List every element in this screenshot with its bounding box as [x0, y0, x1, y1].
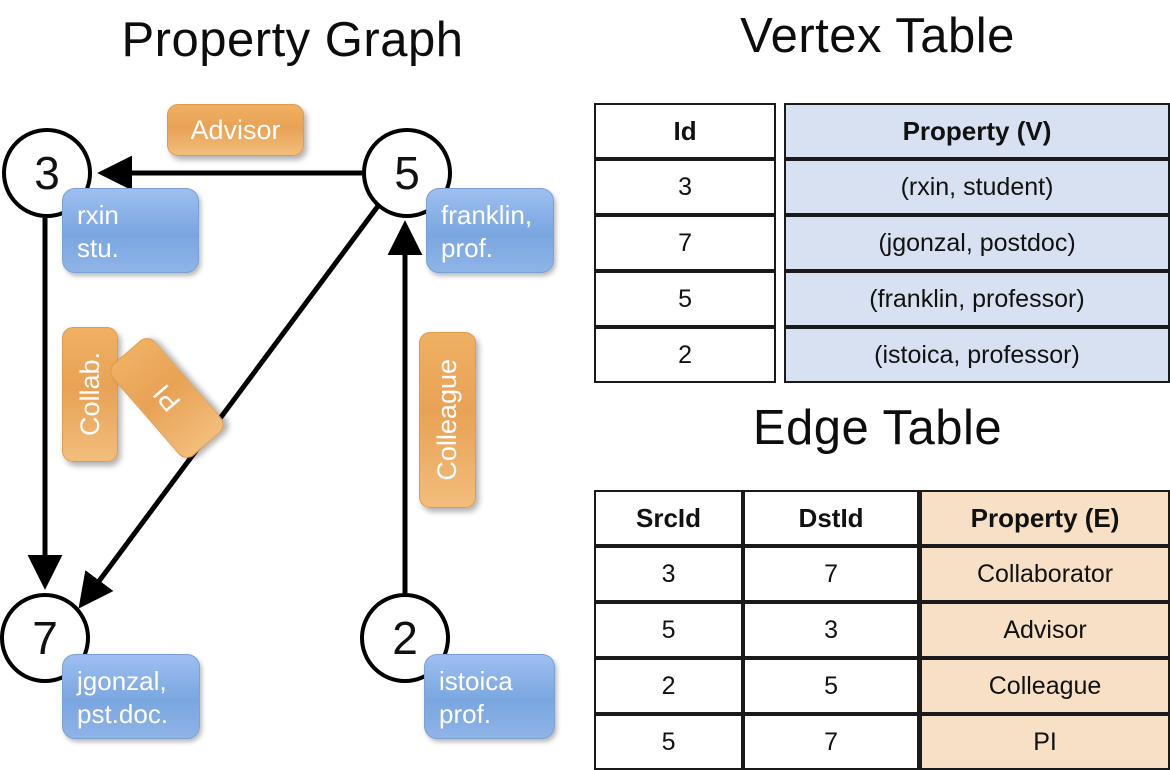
edge-cell-dstid: 5 [743, 658, 920, 714]
edge-label-colleague-text: Colleague [432, 359, 462, 481]
edge-cell-dstid: 7 [743, 546, 920, 602]
edge-cell-property: Collaborator [919, 546, 1170, 602]
edge-cell-srcid: 5 [594, 714, 744, 770]
vertex-table-header-id: Id [594, 103, 777, 159]
edge-label-collab: Collab. [62, 327, 118, 462]
edge-table-header-dstid: DstId [743, 490, 920, 546]
vertex-cell-property: (istoica, professor) [783, 327, 1170, 383]
edge-cell-srcid: 5 [594, 602, 744, 658]
page-title-edge-table: Edge Table [752, 401, 1003, 455]
edge-label-colleague: Colleague [419, 332, 476, 508]
vertex-table-column-gap [776, 327, 784, 383]
edge-cell-property: PI [919, 714, 1170, 770]
edge-label-collab-text: Collab. [74, 352, 105, 437]
vertex-label-franklin: franklin, prof. [426, 188, 554, 273]
vertex-label-franklin-line1: franklin, [441, 200, 533, 230]
edge-cell-property: Advisor [919, 602, 1170, 658]
vertex-label-istoica: istoica prof. [424, 654, 555, 739]
vertex-cell-id: 3 [594, 159, 777, 215]
table-row[interactable]: 5 7 PI [594, 714, 1170, 770]
graph-edge-lines [27, 155, 423, 609]
vertex-cell-id: 2 [594, 327, 777, 383]
edge-cell-dstid: 3 [743, 602, 920, 658]
vertex-table-column-gap [776, 215, 784, 271]
property-graph-diagram: 3 5 7 2 rxin stu. franklin, prof. jgonza… [0, 0, 585, 760]
vertex-table-column-gap [776, 159, 784, 215]
edge-table-header-property: Property (E) [919, 490, 1170, 546]
edge-cell-dstid: 7 [743, 714, 920, 770]
vertex-cell-property: (rxin, student) [783, 159, 1170, 215]
edge-label-advisor-text: Advisor [190, 114, 281, 145]
vertex-label-rxin-line2: stu. [77, 233, 119, 263]
vertex-label-rxin: rxin stu. [62, 188, 199, 273]
table-row[interactable]: 2 5 Colleague [594, 658, 1170, 714]
edge-label-pi-text: PI [146, 378, 187, 418]
vertex-label-jgonzal-line2: pst.doc. [77, 699, 169, 729]
vertex-table-header-property: Property (V) [783, 103, 1170, 159]
vertex-label-jgonzal: jgonzal, pst.doc. [62, 654, 200, 739]
vertex-label-jgonzal-line1: jgonzal, [77, 666, 167, 696]
edge-label-advisor: Advisor [167, 104, 304, 156]
vertex-cell-id: 5 [594, 271, 777, 327]
vertex-label-istoica-line1: istoica [439, 666, 513, 696]
vertex-table-column-gap [776, 103, 784, 159]
vertex-label-franklin-line2: prof. [441, 233, 494, 263]
table-row[interactable]: 5 (franklin, professor) [594, 271, 1170, 327]
table-row[interactable]: 3 (rxin, student) [594, 159, 1170, 215]
vertex-table-header-row: Id Property (V) [594, 103, 1170, 159]
vertex-table-column-gap [776, 271, 784, 327]
vertex-table: Id Property (V) 3 (rxin, student) 7 (jgo… [594, 103, 1170, 383]
vertex-cell-id: 7 [594, 215, 777, 271]
page-title-vertex-table: Vertex Table [740, 9, 1015, 63]
vertex-label-istoica-line2: prof. [439, 699, 492, 729]
page-title-property-graph: Property Graph [121, 13, 464, 67]
table-row[interactable]: 5 3 Advisor [594, 602, 1170, 658]
edge-table: SrcId DstId Property (E) 3 7 Collaborato… [594, 490, 1170, 770]
vertex-label-rxin-line1: rxin [77, 200, 119, 230]
vertex-cell-property: (jgonzal, postdoc) [783, 215, 1170, 271]
edge-table-header-row: SrcId DstId Property (E) [594, 490, 1170, 546]
table-row[interactable]: 7 (jgonzal, postdoc) [594, 215, 1170, 271]
edge-cell-srcid: 3 [594, 546, 744, 602]
table-row[interactable]: 3 7 Collaborator [594, 546, 1170, 602]
table-row[interactable]: 2 (istoica, professor) [594, 327, 1170, 383]
edge-cell-srcid: 2 [594, 658, 744, 714]
edge-table-header-srcid: SrcId [594, 490, 744, 546]
vertex-cell-property: (franklin, professor) [783, 271, 1170, 327]
edge-line-pi [78, 204, 381, 609]
edge-cell-property: Colleague [919, 658, 1170, 714]
graph-node-2[interactable]: 2 [360, 593, 450, 683]
graph-node-5[interactable]: 5 [362, 128, 452, 218]
